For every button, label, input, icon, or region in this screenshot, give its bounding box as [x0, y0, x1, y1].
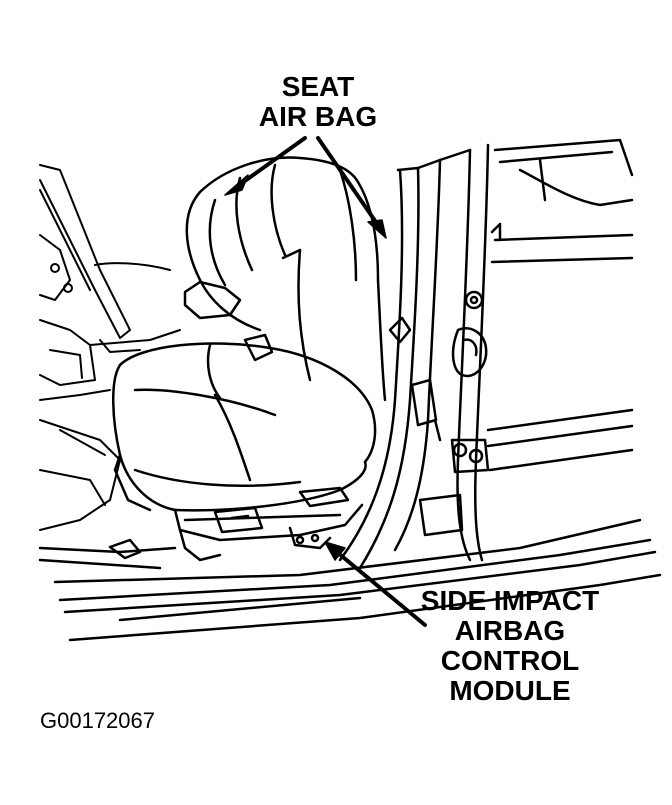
arrowhead-right: [367, 219, 387, 239]
arrow-to-module: [330, 546, 427, 627]
module-line-2: AIRBAG: [454, 615, 566, 646]
door: [486, 138, 634, 472]
arrowhead-module: [324, 541, 346, 561]
seat-airbag-label: SEAT AIR BAG: [228, 72, 408, 132]
module-line-4: MODULE: [449, 675, 571, 706]
seat-back: [183, 156, 387, 402]
arrowhead-left: [224, 174, 249, 196]
seat-cushion: [112, 342, 377, 512]
module-line-1: SIDE IMPACT: [420, 585, 600, 616]
interior-background: [39, 164, 181, 531]
seat-airbag-line-2: AIR BAG: [258, 101, 378, 132]
seat-airbag-line-1: SEAT: [281, 71, 355, 102]
door-latch: [418, 290, 490, 537]
module-arrow[interactable]: [324, 541, 427, 627]
seat-track: [113, 453, 364, 562]
figure-id: G00172067: [40, 708, 155, 733]
floor-lines: [38, 518, 662, 642]
module-line-3: CONTROL: [440, 645, 580, 676]
module-label: SIDE IMPACT AIRBAG CONTROL MODULE: [404, 586, 616, 706]
arrow-to-seatback-right: [316, 136, 382, 230]
seat-airbag-arrows[interactable]: [224, 136, 387, 239]
